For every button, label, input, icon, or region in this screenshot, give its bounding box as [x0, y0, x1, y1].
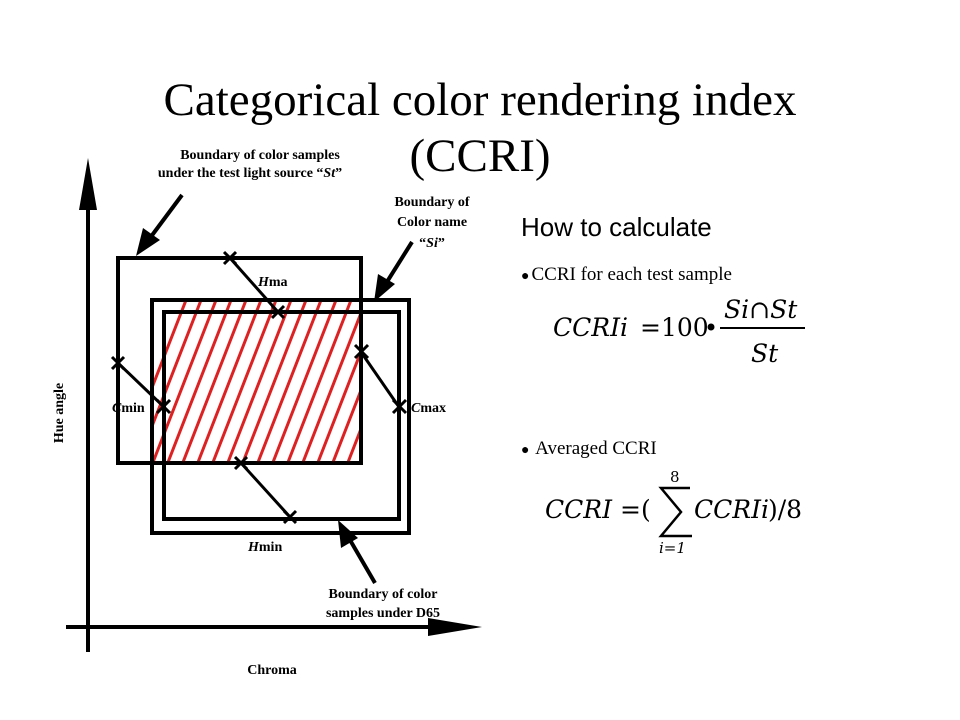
- hatch-line: [316, 344, 362, 462]
- hmin-cross-top: [233, 455, 249, 471]
- hatch-line: [405, 295, 473, 470]
- st-pointer-head: [136, 228, 160, 256]
- d65-pointer-head: [338, 520, 358, 548]
- si-pointer-shaft: [383, 240, 414, 287]
- hatch-line: [166, 300, 233, 462]
- y-axis-label: Hue angle: [52, 383, 67, 443]
- cmax-label: Cmax: [411, 401, 446, 416]
- hatch-line: [196, 300, 263, 462]
- hmax-label: Hma: [257, 275, 288, 290]
- formula2-eq: =(: [620, 495, 651, 524]
- formula2-upper-limit: 8: [670, 468, 680, 486]
- cmin-connector: [116, 361, 166, 409]
- hmax-connector: [228, 257, 280, 313]
- bullet-ccri-average: ● Averaged CCRI: [521, 438, 657, 460]
- hatch-line: [435, 295, 503, 470]
- calc-heading: How to calculate: [521, 212, 712, 242]
- hatch-line: [420, 295, 488, 470]
- title-line-1: Categorical color rendering index: [163, 74, 797, 126]
- cmin-label: Cmin: [112, 401, 145, 416]
- bullet-ccri-sample: ●CCRI for each test sample: [521, 264, 732, 286]
- formula1-eq: =100: [640, 313, 709, 342]
- hatch-line: [331, 383, 362, 462]
- formula2-lower-limit: i=1: [659, 539, 686, 557]
- formula1-denominator: St: [751, 339, 779, 368]
- formula2-tail: )/8: [768, 495, 802, 524]
- x-axis-label: Chroma: [247, 663, 297, 678]
- si-label-line2: Color name: [397, 215, 467, 230]
- formula1-dot: [707, 323, 715, 331]
- formula2-lhs: CCRI: [545, 495, 613, 524]
- hatch-line: [226, 300, 293, 462]
- hmin-label: Hmin: [247, 540, 282, 555]
- hmin-cross-bottom: [282, 509, 298, 525]
- hatch-line: [301, 306, 362, 462]
- page-title: Categorical color rendering index (CCRI): [0, 72, 960, 184]
- d65-label-line1: Boundary of color: [329, 587, 438, 602]
- title-line-2: (CCRI): [409, 130, 551, 182]
- si-label-line3: “Si”: [419, 236, 445, 251]
- hatch-line: [271, 300, 338, 462]
- formula-ccri-average: CCRI =( 8 i=1 CCRIi )/8: [545, 468, 802, 557]
- formula1-numerator: Si∩St: [724, 295, 798, 324]
- bullet-ccri-average-text: Averaged CCRI: [535, 438, 657, 459]
- bullet-dot-icon: ●: [521, 443, 530, 458]
- hatch-line: [346, 422, 362, 462]
- hmin-connector: [239, 461, 292, 519]
- d65-label-line2: samples under D65: [326, 606, 440, 621]
- hatch-line: [256, 300, 323, 462]
- summation-sign-icon: [658, 486, 692, 538]
- formula2-body: CCRIi: [694, 495, 769, 524]
- hatch-line: [361, 460, 362, 462]
- si-pointer-head: [374, 274, 395, 302]
- bullet-dot-icon: ●: [521, 269, 530, 284]
- st-label-line1: Boundary of color samples: [180, 148, 340, 163]
- si-boundary: [162, 310, 401, 521]
- x-axis-arrowhead: [428, 618, 482, 636]
- cmax-cross-outer: [391, 398, 408, 415]
- hmax-cross-top: [222, 250, 238, 266]
- hatch-line: [181, 300, 248, 462]
- d65-pointer-shaft: [348, 538, 377, 585]
- hatch-line: [152, 300, 203, 431]
- hatch-line: [211, 300, 278, 462]
- st-label-line2: under the test light source “St”: [158, 166, 342, 181]
- hatch-line: [286, 300, 353, 462]
- cmax-connector: [359, 351, 401, 408]
- cmax-cross-inner: [353, 343, 370, 360]
- si-label-line1: Boundary of: [394, 195, 469, 210]
- cmin-cross-outer: [110, 355, 126, 371]
- intersection-hatch: [152, 295, 503, 470]
- formula1-lhs: CCRIi: [553, 313, 628, 342]
- hmax-cross-bottom: [270, 304, 286, 320]
- st-pointer-shaft: [148, 193, 184, 240]
- d65-boundary-outer: [150, 298, 411, 535]
- formula-ccri-sample: CCRIi =100 Si∩St St: [553, 295, 805, 368]
- bullet-ccri-sample-text: CCRI for each test sample: [531, 264, 732, 285]
- hatch-line: [152, 300, 218, 462]
- hatch-line: [241, 300, 308, 462]
- cmin-cross-inner: [155, 398, 172, 415]
- y-axis-arrowhead: [79, 158, 97, 210]
